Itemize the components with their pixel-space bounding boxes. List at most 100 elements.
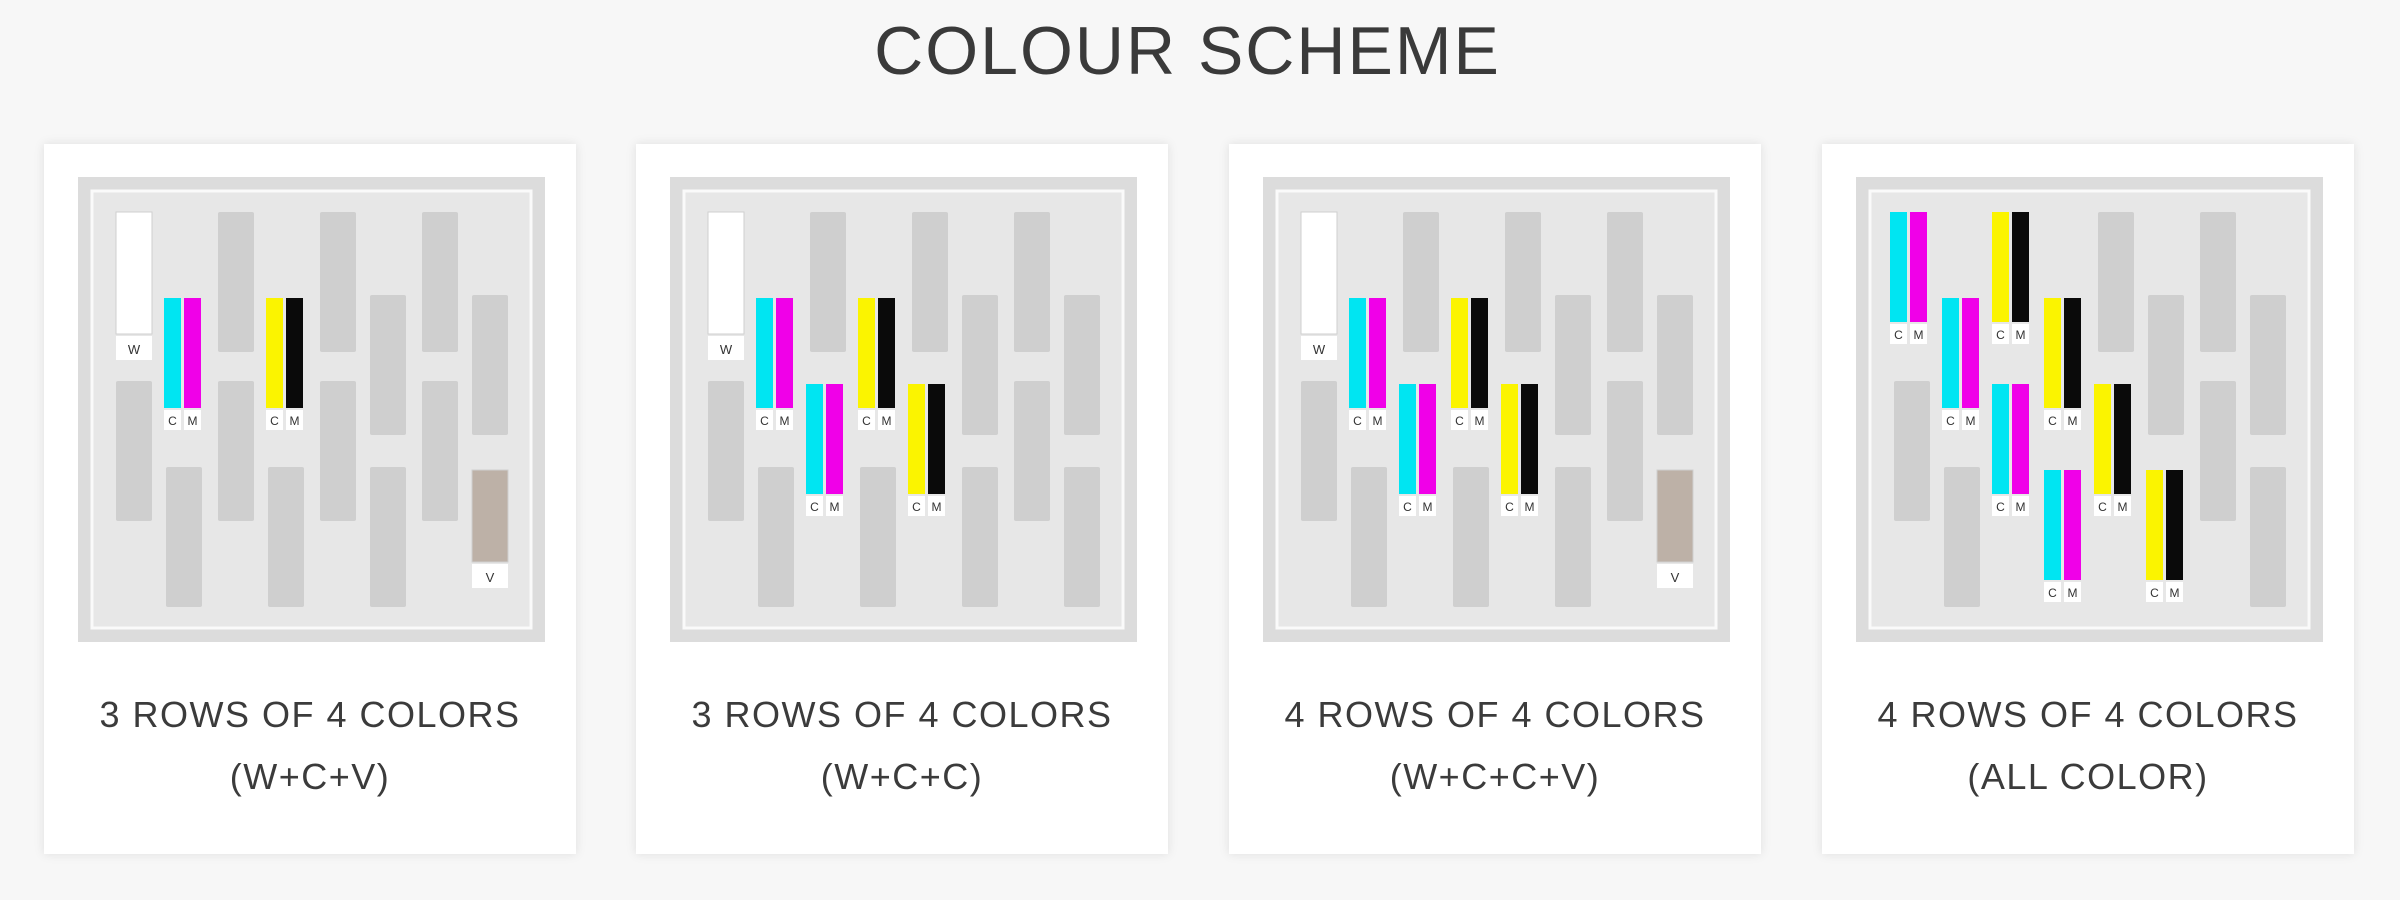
empty-printhead bbox=[1607, 381, 1643, 521]
card-title: 3 ROWS OF 4 COLORS (W+C+C) bbox=[636, 684, 1168, 808]
ink-label: M bbox=[1373, 414, 1383, 428]
empty-printhead bbox=[370, 467, 406, 607]
cyan-ink bbox=[806, 384, 823, 494]
magenta-ink bbox=[2064, 470, 2081, 580]
ink-label: V bbox=[486, 570, 495, 585]
ink-label-box bbox=[2044, 410, 2061, 430]
empty-printhead bbox=[1351, 467, 1387, 607]
empty-printhead bbox=[422, 381, 458, 521]
ink-label-box bbox=[164, 410, 181, 430]
magenta-ink bbox=[2012, 384, 2029, 494]
ink-label: C bbox=[270, 414, 279, 428]
ink-label: W bbox=[720, 342, 733, 357]
ink-label: M bbox=[1475, 414, 1485, 428]
empty-printhead bbox=[1301, 381, 1337, 521]
empty-printhead bbox=[472, 295, 508, 435]
ink-label-box bbox=[1471, 410, 1488, 430]
ink-label-box bbox=[266, 410, 283, 430]
ink-label: W bbox=[1313, 342, 1326, 357]
white-ink bbox=[115, 211, 153, 335]
ink-label: M bbox=[830, 500, 840, 514]
ink-label-box bbox=[2064, 582, 2081, 602]
yellow-ink bbox=[858, 298, 875, 408]
ink-label-box bbox=[1349, 410, 1366, 430]
yellow-ink bbox=[1501, 384, 1518, 494]
varnish-ink bbox=[1656, 469, 1694, 563]
empty-printhead bbox=[218, 381, 254, 521]
black-ink bbox=[1521, 384, 1538, 494]
empty-printhead bbox=[1505, 212, 1541, 352]
cyan-ink bbox=[1942, 298, 1959, 408]
ink-label: M bbox=[2118, 500, 2128, 514]
diagram-plate bbox=[682, 189, 1125, 630]
ink-label: C bbox=[1455, 414, 1464, 428]
magenta-ink bbox=[1419, 384, 1436, 494]
ink-label-box bbox=[2114, 496, 2131, 516]
ink-label-box bbox=[1301, 336, 1337, 360]
black-ink bbox=[928, 384, 945, 494]
ink-label-box bbox=[928, 496, 945, 516]
empty-printhead bbox=[268, 467, 304, 607]
ink-label: C bbox=[2048, 414, 2057, 428]
cyan-ink bbox=[1992, 384, 2009, 494]
magenta-ink bbox=[826, 384, 843, 494]
ink-label: C bbox=[2098, 500, 2107, 514]
ink-label: M bbox=[1966, 414, 1976, 428]
cyan-ink bbox=[1890, 212, 1907, 322]
ink-label: M bbox=[2170, 586, 2180, 600]
ink-label: C bbox=[2048, 586, 2057, 600]
black-ink bbox=[2064, 298, 2081, 408]
black-ink bbox=[2114, 384, 2131, 494]
ink-label-box bbox=[1992, 496, 2009, 516]
ink-label: C bbox=[2150, 586, 2159, 600]
ink-label-box bbox=[1451, 410, 1468, 430]
ink-label: M bbox=[882, 414, 892, 428]
empty-printhead bbox=[1944, 467, 1980, 607]
ink-label-box bbox=[1521, 496, 1538, 516]
yellow-ink bbox=[2094, 384, 2111, 494]
printhead-white: W bbox=[115, 211, 153, 360]
empty-printhead bbox=[1064, 467, 1100, 607]
card-title-line2: (W+C+V) bbox=[229, 756, 391, 797]
yellow-ink bbox=[266, 298, 283, 408]
empty-printhead bbox=[962, 295, 998, 435]
ink-label-box bbox=[184, 410, 201, 430]
empty-printhead bbox=[1657, 295, 1693, 435]
card-title-line1: 3 ROWS OF 4 COLORS bbox=[691, 694, 1113, 735]
cyan-ink bbox=[1349, 298, 1366, 408]
empty-printhead bbox=[2200, 381, 2236, 521]
ink-label-box bbox=[2094, 496, 2111, 516]
ink-label: M bbox=[290, 414, 300, 428]
yellow-ink bbox=[2146, 470, 2163, 580]
diagram-plate bbox=[1868, 189, 2311, 630]
ink-label: C bbox=[1505, 500, 1514, 514]
ink-label-box bbox=[1910, 324, 1927, 344]
ink-label-box bbox=[1962, 410, 1979, 430]
empty-printhead bbox=[708, 381, 744, 521]
magenta-ink bbox=[1910, 212, 1927, 322]
ink-label: C bbox=[912, 500, 921, 514]
cyan-ink bbox=[1399, 384, 1416, 494]
empty-printhead bbox=[320, 381, 356, 521]
black-ink bbox=[878, 298, 895, 408]
ink-label-box bbox=[708, 336, 744, 360]
empty-printhead bbox=[962, 467, 998, 607]
empty-printhead bbox=[218, 212, 254, 352]
ink-label: W bbox=[128, 342, 141, 357]
magenta-ink bbox=[776, 298, 793, 408]
ink-label: M bbox=[1914, 328, 1924, 342]
card-title-line2: (ALL COLOR) bbox=[1967, 756, 2209, 797]
empty-printhead bbox=[1894, 381, 1930, 521]
ink-label-box bbox=[878, 410, 895, 430]
